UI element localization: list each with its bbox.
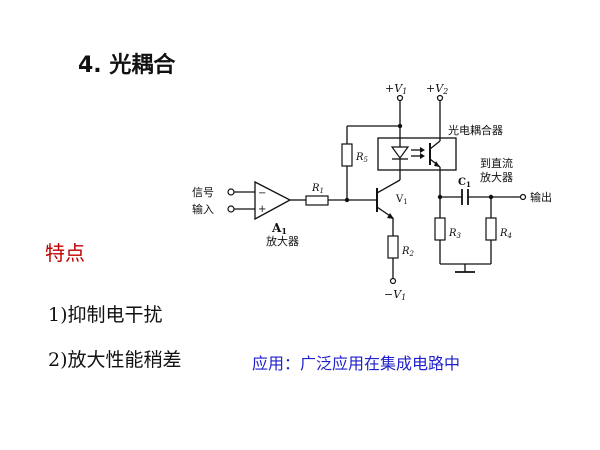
label-r4: R4 (499, 228, 512, 240)
label-vcc1: +V1 (385, 82, 407, 96)
dc-amp-label-2: 放大器 (480, 170, 513, 184)
light-arrow-icon (420, 153, 425, 159)
label-r3: R3 (448, 228, 462, 240)
resistor-r2 (387, 235, 399, 259)
label-vcc2: +V2 (426, 82, 448, 96)
label-v1: V1 (395, 194, 408, 206)
dc-amp-label-1: 到直流 (480, 156, 513, 170)
opamp-triangle (254, 180, 292, 221)
input-label-signal: 信号 (192, 186, 214, 199)
terminal-vcc2 (436, 94, 444, 102)
resistor-r5 (341, 143, 353, 167)
resistor-r1 (305, 195, 329, 206)
terminal-vcc1 (396, 94, 404, 102)
application-note: 应用：广泛应用在集成电路中 (252, 354, 461, 373)
input-terminal-top (227, 188, 235, 196)
feature-point-2: 2)放大性能稍差 (48, 349, 182, 371)
amp-desc: 放大器 (266, 234, 299, 248)
opamp-plus: + (258, 204, 266, 215)
transistor-v1-emitter-arrow (387, 213, 394, 219)
resistor-r3 (434, 217, 446, 241)
label-r5: R5 (355, 152, 369, 164)
label-r1: R1 (311, 183, 324, 195)
amp-label: A1 (271, 221, 287, 236)
features-heading: 特点 (45, 241, 85, 265)
slide-title: 4. 光耦合 (78, 53, 176, 78)
light-arrow-icon (420, 147, 425, 153)
node-vcc1 (397, 123, 403, 129)
output-label: 输出 (530, 190, 552, 204)
terminal-output (519, 193, 527, 201)
feature-point-1: 1)抑制电干扰 (48, 304, 163, 326)
input-terminal-bottom (227, 205, 235, 213)
optocoupler-box (377, 137, 457, 171)
resistor-r4 (485, 217, 497, 241)
coupler-label: 光电耦合器 (448, 123, 503, 137)
phototransistor-emitter-arrow (434, 161, 440, 167)
led-icon (390, 146, 410, 160)
opamp-minus: − (258, 188, 266, 199)
label-vee1: −V1 (384, 288, 406, 302)
label-r2: R2 (401, 246, 415, 258)
input-label-input: 输入 (192, 202, 214, 216)
terminal-vee1 (389, 277, 397, 285)
label-c1: C1 (458, 177, 471, 189)
